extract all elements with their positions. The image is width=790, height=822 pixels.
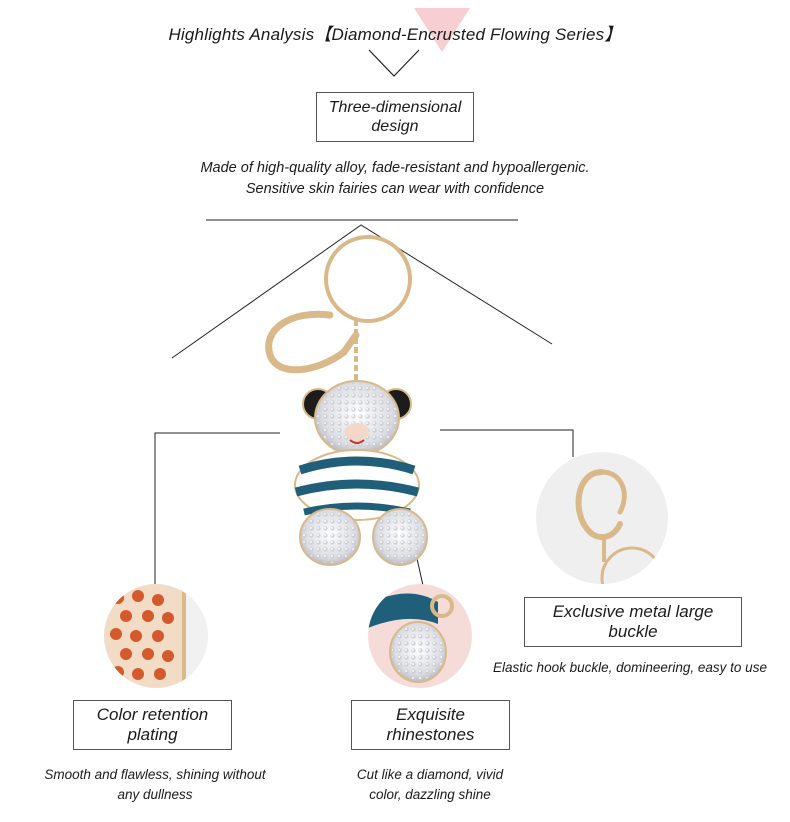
feature-desc-color-retention: Smooth and flawless, shining without any… — [10, 765, 300, 804]
rhinestone-closeup-circle — [368, 584, 472, 688]
label-line: plating — [127, 725, 178, 744]
feature-label-rhinestones: Exquisite rhinestones — [351, 700, 510, 750]
label-line: rhinestones — [386, 725, 475, 744]
desc-line: Sensitive skin fairies can wear with con… — [245, 181, 545, 198]
label-line: buckle — [608, 622, 658, 641]
label-line: Three-dimensional — [328, 98, 462, 116]
desc-line: any dullness — [117, 786, 193, 802]
plating-closeup-circle — [104, 584, 208, 688]
lobster-clasp-icon — [575, 469, 664, 584]
page-title: Highlights Analysis【Diamond-Encrusted Fl… — [168, 25, 622, 44]
desc-line: color, dazzling shine — [369, 786, 491, 802]
clasp-closeup-circle — [536, 452, 668, 584]
label-line: Color retention — [96, 704, 209, 724]
label-line: Exquisite — [396, 704, 465, 724]
feature-desc-metal-buckle: Elastic hook buckle, domineering, easy t… — [470, 658, 790, 678]
feature-label-three-dimensional: Three-dimensional design — [316, 92, 474, 142]
desc-line: Elastic hook buckle, domineering, easy t… — [493, 660, 767, 675]
desc-line: Made of high-quality alloy, fade-resista… — [200, 160, 590, 176]
rhinestone-closeup-icon — [368, 593, 454, 683]
label-line: Exclusive metal large — [552, 601, 714, 621]
feature-label-color-retention: Color retention plating — [73, 700, 232, 750]
desc-line: Cut like a diamond, vivid — [356, 767, 504, 782]
desc-line: Smooth and flawless, shining without — [44, 767, 266, 782]
feature-label-metal-buckle: Exclusive metal large buckle — [524, 597, 742, 647]
feature-desc-three-dimensional: Made of high-quality alloy, fade-resista… — [0, 158, 790, 200]
label-line: design — [371, 118, 419, 135]
feature-desc-rhinestones: Cut like a diamond, vivid color, dazzlin… — [320, 765, 540, 804]
pink-triangle-decoration — [414, 8, 470, 52]
plating-closeup-icon — [104, 584, 186, 688]
